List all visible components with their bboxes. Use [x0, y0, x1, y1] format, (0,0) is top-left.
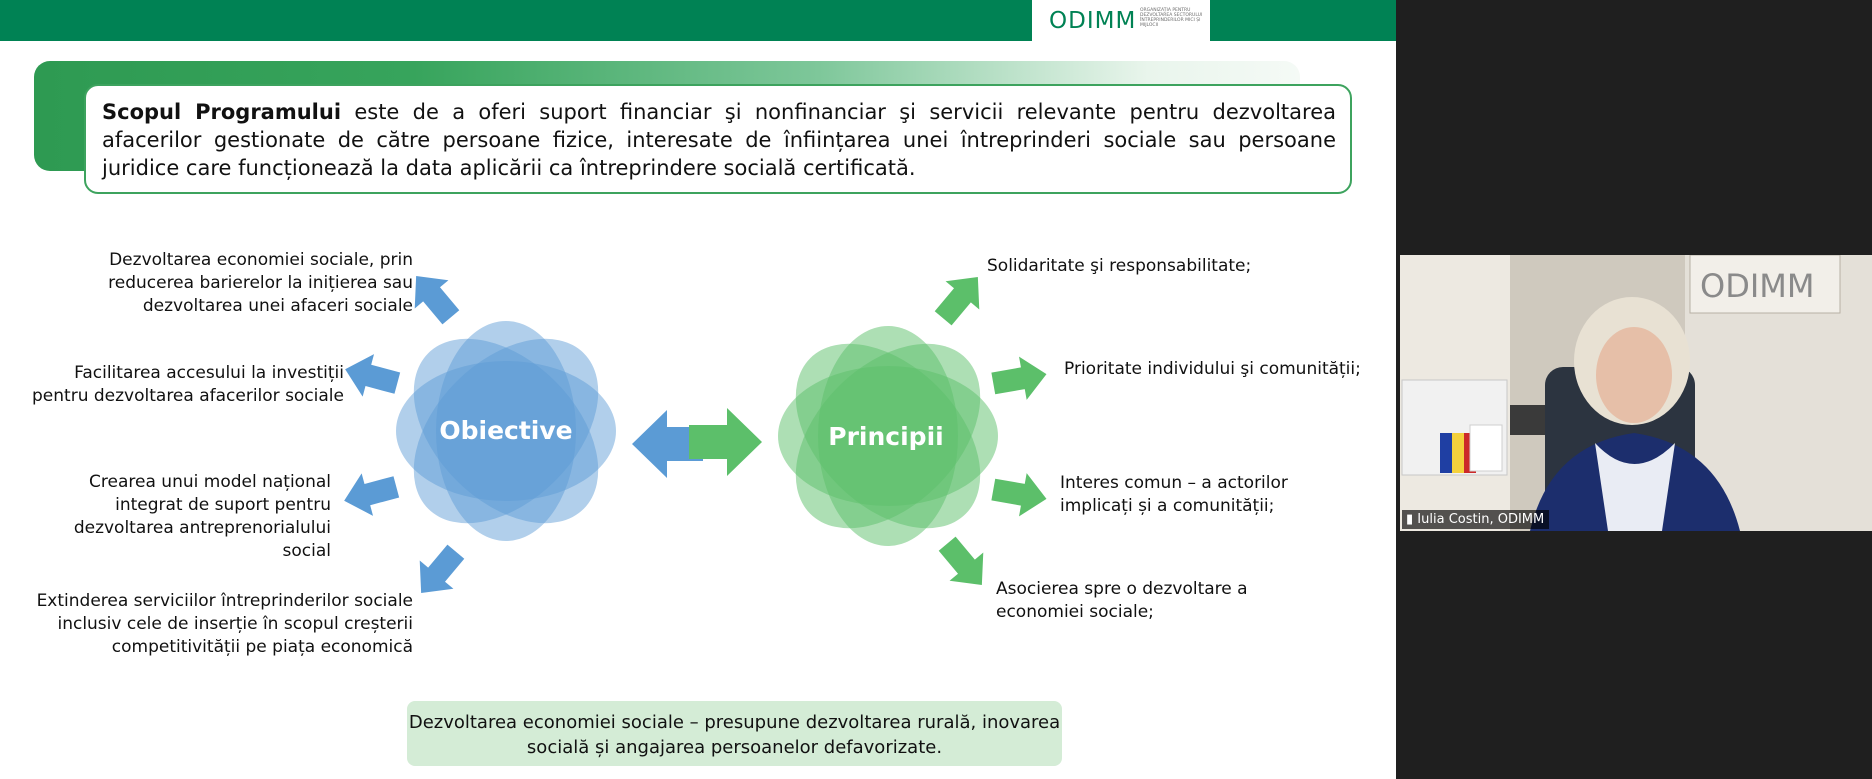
objective-item: Extinderea serviciilor întreprinderilor …: [36, 591, 413, 657]
signal-icon: ▮: [1406, 512, 1414, 527]
program-purpose-box: Scopul Programului este de a oferi supor…: [84, 84, 1352, 194]
odimm-logo: ODIMM ORGANIZAȚIA PENTRU DEZVOLTAREA SEC…: [1032, 0, 1210, 41]
objectives-principles-diagram: [344, 275, 1047, 594]
arrow-left-icon: [344, 473, 400, 516]
logo-wordmark: ODIMM: [1049, 8, 1137, 34]
participant-video-tile[interactable]: ODIMM ▮ Iulia Costin, ODIMM: [1400, 255, 1872, 531]
purpose-text: este de a oferi suport financiar şi nonf…: [102, 100, 1336, 180]
principles-title: Principii: [828, 422, 944, 451]
objective-item: Crearea unui model național integrat de …: [73, 472, 331, 561]
arrow-up-right-icon: [934, 276, 980, 326]
purpose-heading: Scopul Programului: [102, 100, 342, 124]
arrow-down-left-icon: [419, 544, 465, 594]
left-arrow-icon: [632, 410, 703, 478]
objective-item: Dezvoltarea economiei sociale, prin redu…: [108, 250, 413, 316]
principles-flower: [778, 326, 998, 546]
objective-item: Facilitarea accesului la investiții pent…: [32, 363, 344, 406]
arrow-right-icon: [991, 356, 1047, 400]
wall-logo: ODIMM: [1700, 267, 1814, 305]
participant-video-feed: ODIMM: [1400, 255, 1872, 531]
arrow-down-right-icon: [938, 536, 984, 586]
principle-item: Interes comun – a actorilor implicați și…: [1060, 473, 1288, 516]
right-arrow-icon: [689, 408, 762, 476]
arrow-up-left-icon: [414, 275, 460, 325]
objective-arrows: [344, 275, 465, 594]
principle-item: Prioritate individului şi comunității;: [1064, 359, 1361, 379]
logo-subtitle: ORGANIZAȚIA PENTRU DEZVOLTAREA SECTORULU…: [1140, 8, 1203, 28]
principle-item: Asocierea spre o dezvoltare a economiei …: [996, 579, 1248, 622]
objectives-flower: [396, 321, 616, 541]
participant-name: Iulia Costin, ODIMM: [1417, 512, 1545, 527]
objectives-title: Obiective: [439, 416, 573, 445]
arrow-left-icon: [345, 354, 401, 397]
participant-name-label: ▮ Iulia Costin, ODIMM: [1402, 510, 1550, 529]
principle-arrows: [934, 276, 1047, 586]
social-economy-note: Dezvoltarea economiei sociale – presupun…: [407, 701, 1062, 766]
principle-item: Solidaritate şi responsabilitate;: [987, 256, 1252, 276]
presentation-slide: ODIMM ORGANIZAȚIA PENTRU DEZVOLTAREA SEC…: [0, 0, 1396, 779]
arrow-right-icon: [991, 473, 1047, 517]
